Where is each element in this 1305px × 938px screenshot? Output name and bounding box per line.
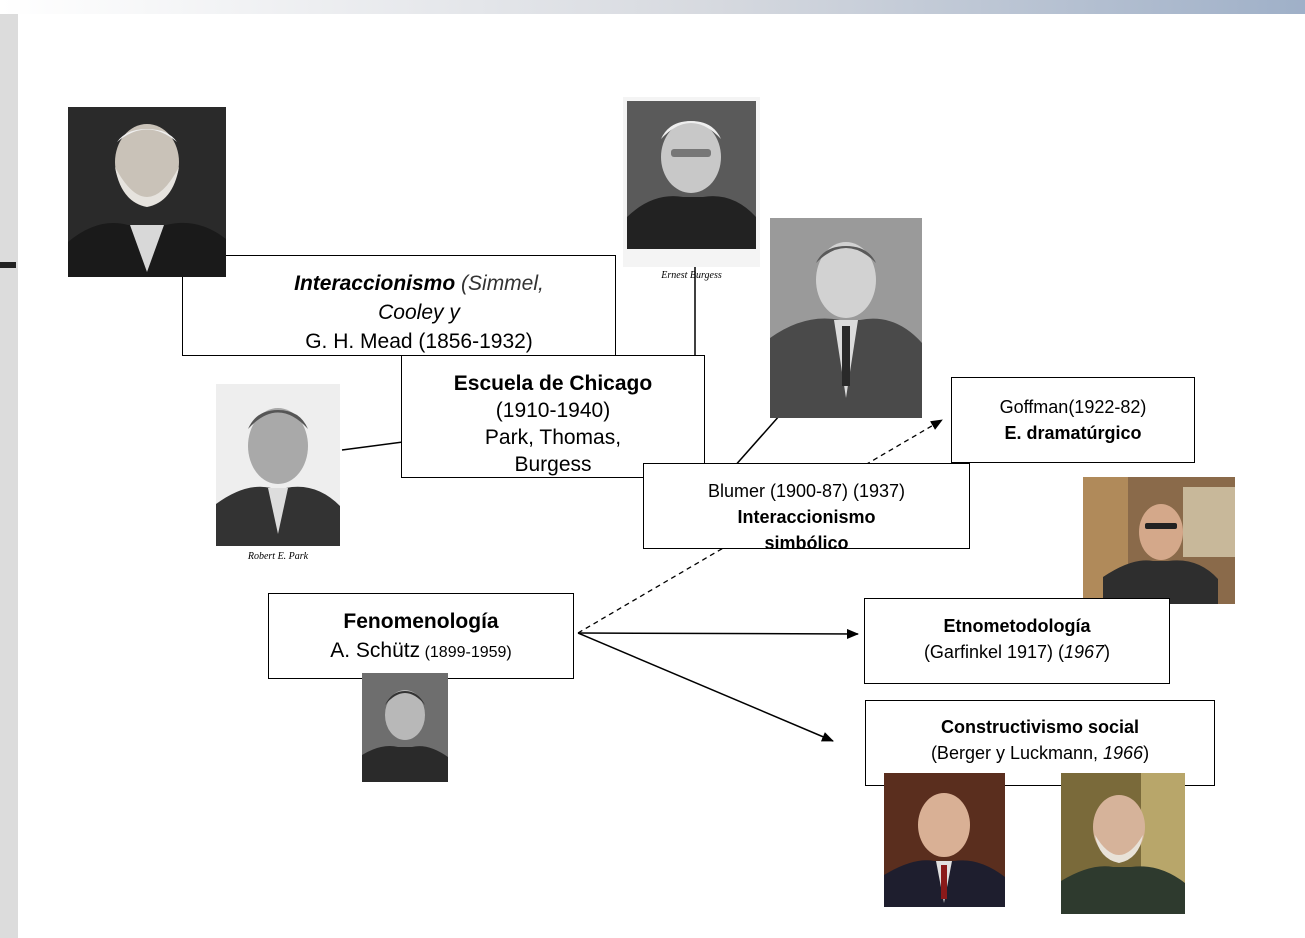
arrow-to-etnometodologia xyxy=(577,628,859,639)
fenomenologia-author: A. Schütz xyxy=(330,639,421,662)
chicago-years: (1910-1940) xyxy=(495,399,611,422)
fenomenologia-box: Fenomenología A. Schütz (1899-1959) xyxy=(268,593,574,679)
berger-photo xyxy=(884,773,1005,907)
park-caption: Robert E. Park xyxy=(247,551,309,562)
mead-photo xyxy=(68,107,226,277)
park-photo xyxy=(216,384,340,546)
arrow-to-constructivismo xyxy=(577,632,834,742)
etnometodologia-box: Etnometodología (Garfinkel 1917) (1967) xyxy=(864,598,1170,684)
chicago-authors-cont: Burgess xyxy=(514,453,592,476)
goffman-box: Goffman(1922-82) E. dramatúrgico xyxy=(951,377,1195,463)
interaccionismo-line3: G. H. Mead (1856-1932) xyxy=(305,330,533,353)
blumer-theory-cont: simbólico xyxy=(764,533,849,553)
blumer-box: Blumer (1900-87) (1937) Interaccionismo … xyxy=(643,463,970,553)
slide-left-marker xyxy=(0,262,16,268)
blumer-theory: Interaccionismo xyxy=(737,507,876,527)
escuela-chicago-box: Escuela de Chicago (1910-1940) Park, Tho… xyxy=(401,355,705,478)
chicago-title: Escuela de Chicago xyxy=(453,372,653,395)
etnometodologia-close: ) xyxy=(1104,642,1111,662)
constructivismo-box: Constructivismo social (Berger y Luckman… xyxy=(865,700,1215,786)
etnometodologia-author: (Garfinkel 1917) ( xyxy=(923,642,1064,662)
interaccionismo-authors: (Simmel, xyxy=(455,272,544,295)
goffman-approach: E. dramatúrgico xyxy=(1004,423,1142,443)
garfinkel-photo xyxy=(1083,477,1235,604)
etnometodologia-ref: (Garfinkel 1917) (1967) xyxy=(865,639,1169,665)
interaccionismo-box: Interaccionismo (Simmel, Cooley y G. H. … xyxy=(182,255,616,356)
constructivismo-close: ) xyxy=(1143,743,1150,763)
fenomenologia-years: (1899-1959) xyxy=(420,644,512,661)
slide-top-bar xyxy=(0,0,1305,14)
luckmann-photo xyxy=(1061,773,1185,914)
blumer-name: Blumer (1900-87) (1937) xyxy=(707,481,906,501)
constructivismo-title: Constructivismo social xyxy=(940,717,1140,737)
interaccionismo-line1: Interaccionismo (Simmel, xyxy=(183,269,615,298)
chicago-authors: Park, Thomas, xyxy=(484,426,622,449)
constructivismo-year: 1966 xyxy=(1103,743,1144,763)
constructivismo-authors: (Berger y Luckmann, xyxy=(930,743,1104,763)
slide-left-bar xyxy=(0,14,18,938)
etnometodologia-year: 1967 xyxy=(1064,642,1105,662)
blumer-photo xyxy=(770,218,922,418)
goffman-name: Goffman(1922-82) xyxy=(999,397,1147,417)
interaccionismo-line2: Cooley y xyxy=(378,301,460,324)
burgess-photo xyxy=(623,97,760,267)
constructivismo-ref: (Berger y Luckmann, 1966) xyxy=(866,740,1214,766)
interaccionismo-title: Interaccionismo xyxy=(294,272,456,295)
fenomenologia-author-line: A. Schütz (1899-1959) xyxy=(269,636,573,667)
etnometodologia-title: Etnometodología xyxy=(943,616,1091,636)
schutz-photo xyxy=(362,673,448,782)
burgess-caption: Ernest Burgess xyxy=(661,270,722,281)
fenomenologia-title: Fenomenología xyxy=(343,610,499,633)
